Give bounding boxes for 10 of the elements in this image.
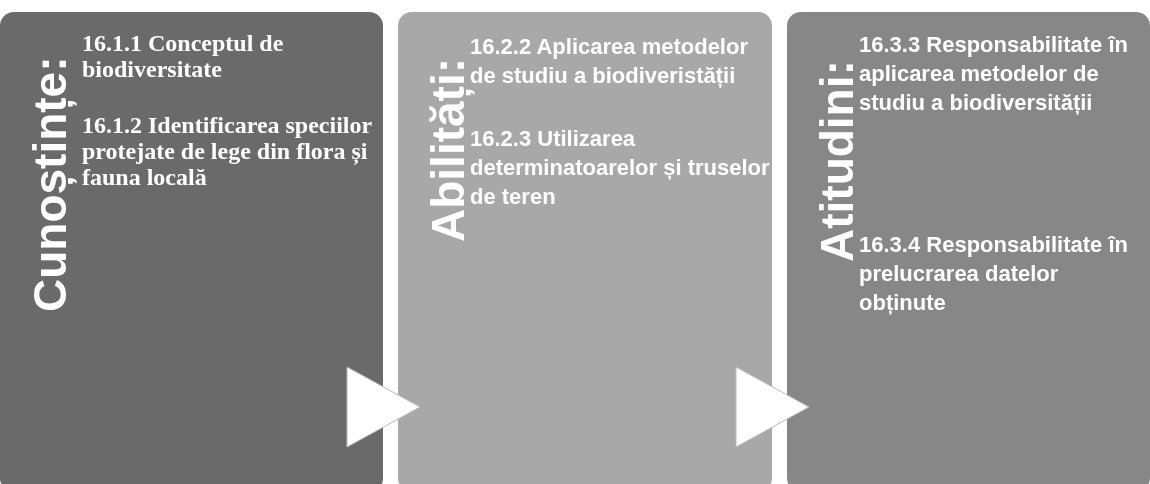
learning-outcome-text: 16.1.2 Identificarea speciilor protejate de lege din flora și fauna locală [82,112,373,190]
panel-heading: Cunoștințe: [23,56,78,312]
chevron-arrow [346,366,421,448]
category-panel [398,12,772,484]
learning-outcome-text: 16.3.3 Responsabilitate în aplicarea metodelor de studiu a biodiversității [859,31,1129,117]
category-panel [787,12,1150,484]
learning-outcome-text: 16.1.1 Conceptul de biodiversitate [82,30,285,82]
chevron-arrow [735,366,810,448]
learning-outcome-text: 16.3.4 Responsabilitate în prelucrarea datelor obținute [859,231,1129,317]
category-panel [0,12,383,484]
